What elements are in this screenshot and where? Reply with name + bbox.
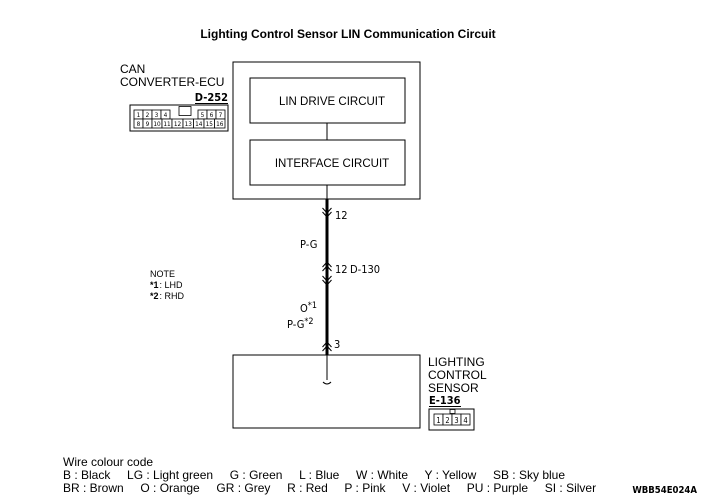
legend-title: Wire colour code	[63, 455, 153, 469]
legend-row-1: B : Black LG : Light green G : Green L :…	[63, 468, 565, 482]
junction-pin-number: 12	[335, 263, 348, 276]
ecu-pin-connector-mark	[322, 207, 332, 214]
lin-drive-circuit-block	[249, 77, 406, 124]
junction-connector-id: D-130	[350, 263, 380, 276]
ecu-pin-3: 3	[155, 111, 159, 119]
junction-connector-mark	[322, 261, 332, 286]
sensor-pin-2: 2	[445, 416, 449, 425]
ecu-label-line1: CAN	[120, 62, 145, 76]
ecu-pin-10: 10	[153, 120, 161, 128]
ecu-pin-1: 1	[137, 111, 141, 119]
sensor-pin-connector-mark	[322, 341, 332, 352]
wire-color-lower-1: O*1	[300, 301, 317, 315]
ecu-connector-face: 1 2 3 4 5 6 7 8 9 10 11 12 13 14 15 16	[129, 104, 229, 132]
sensor-wire-pin-number: 3	[334, 338, 340, 351]
ecu-pin-7: 7	[219, 111, 223, 119]
ecu-pin-13: 13	[185, 120, 193, 128]
legend-row-2: BR : Brown O : Orange GR : Grey R : Red …	[63, 481, 596, 495]
sensor-terminal-icon	[322, 381, 332, 385]
ecu-pin-6: 6	[210, 111, 214, 119]
ecu-pin-15: 15	[206, 120, 214, 128]
ecu-pin-16: 16	[216, 120, 224, 128]
ecu-pin-9: 9	[146, 120, 150, 128]
diagram-title: Lighting Control Sensor LIN Communicatio…	[200, 27, 495, 41]
ecu-pin-2: 2	[146, 111, 150, 119]
ecu-pin-8: 8	[137, 120, 141, 128]
sensor-pin-4: 4	[463, 416, 467, 425]
ecu-connector-id: D-252	[195, 91, 228, 104]
sensor-label-line2: CONTROL	[428, 368, 487, 382]
interface-circuit-label: INTERFACE CIRCUIT	[275, 158, 389, 170]
ecu-pin-4: 4	[164, 111, 168, 119]
sensor-label-line3: SENSOR	[428, 381, 479, 395]
connector-key-icon	[178, 106, 192, 116]
figure-code: WBB54E024A	[632, 485, 697, 496]
wire-color-upper: P-G	[300, 238, 317, 251]
ecu-pin-14: 14	[195, 120, 203, 128]
ecu-pin-5: 5	[201, 111, 205, 119]
ecu-pin-12: 12	[174, 120, 182, 128]
lin-drive-circuit-label: LIN DRIVE CIRCUIT	[279, 96, 385, 108]
sensor-connector-face: 1 2 3 4	[428, 408, 475, 431]
sensor-pin-1: 1	[436, 416, 440, 425]
ecu-wire-pin-number: 12	[335, 209, 348, 222]
note-item-rhd: *2: RHD	[150, 291, 185, 301]
note-title: NOTE	[150, 269, 175, 279]
sensor-connector-id: E-136	[429, 394, 461, 407]
ecu-label-line2: CONVERTER-ECU	[120, 75, 224, 89]
sensor-label-line1: LIGHTING	[428, 355, 485, 369]
sensor-pin-3: 3	[454, 416, 458, 425]
ecu-pin-11: 11	[163, 120, 171, 128]
wire-color-lower-2: P-G*2	[287, 317, 314, 331]
note-item-lhd: *1: LHD	[150, 280, 183, 290]
